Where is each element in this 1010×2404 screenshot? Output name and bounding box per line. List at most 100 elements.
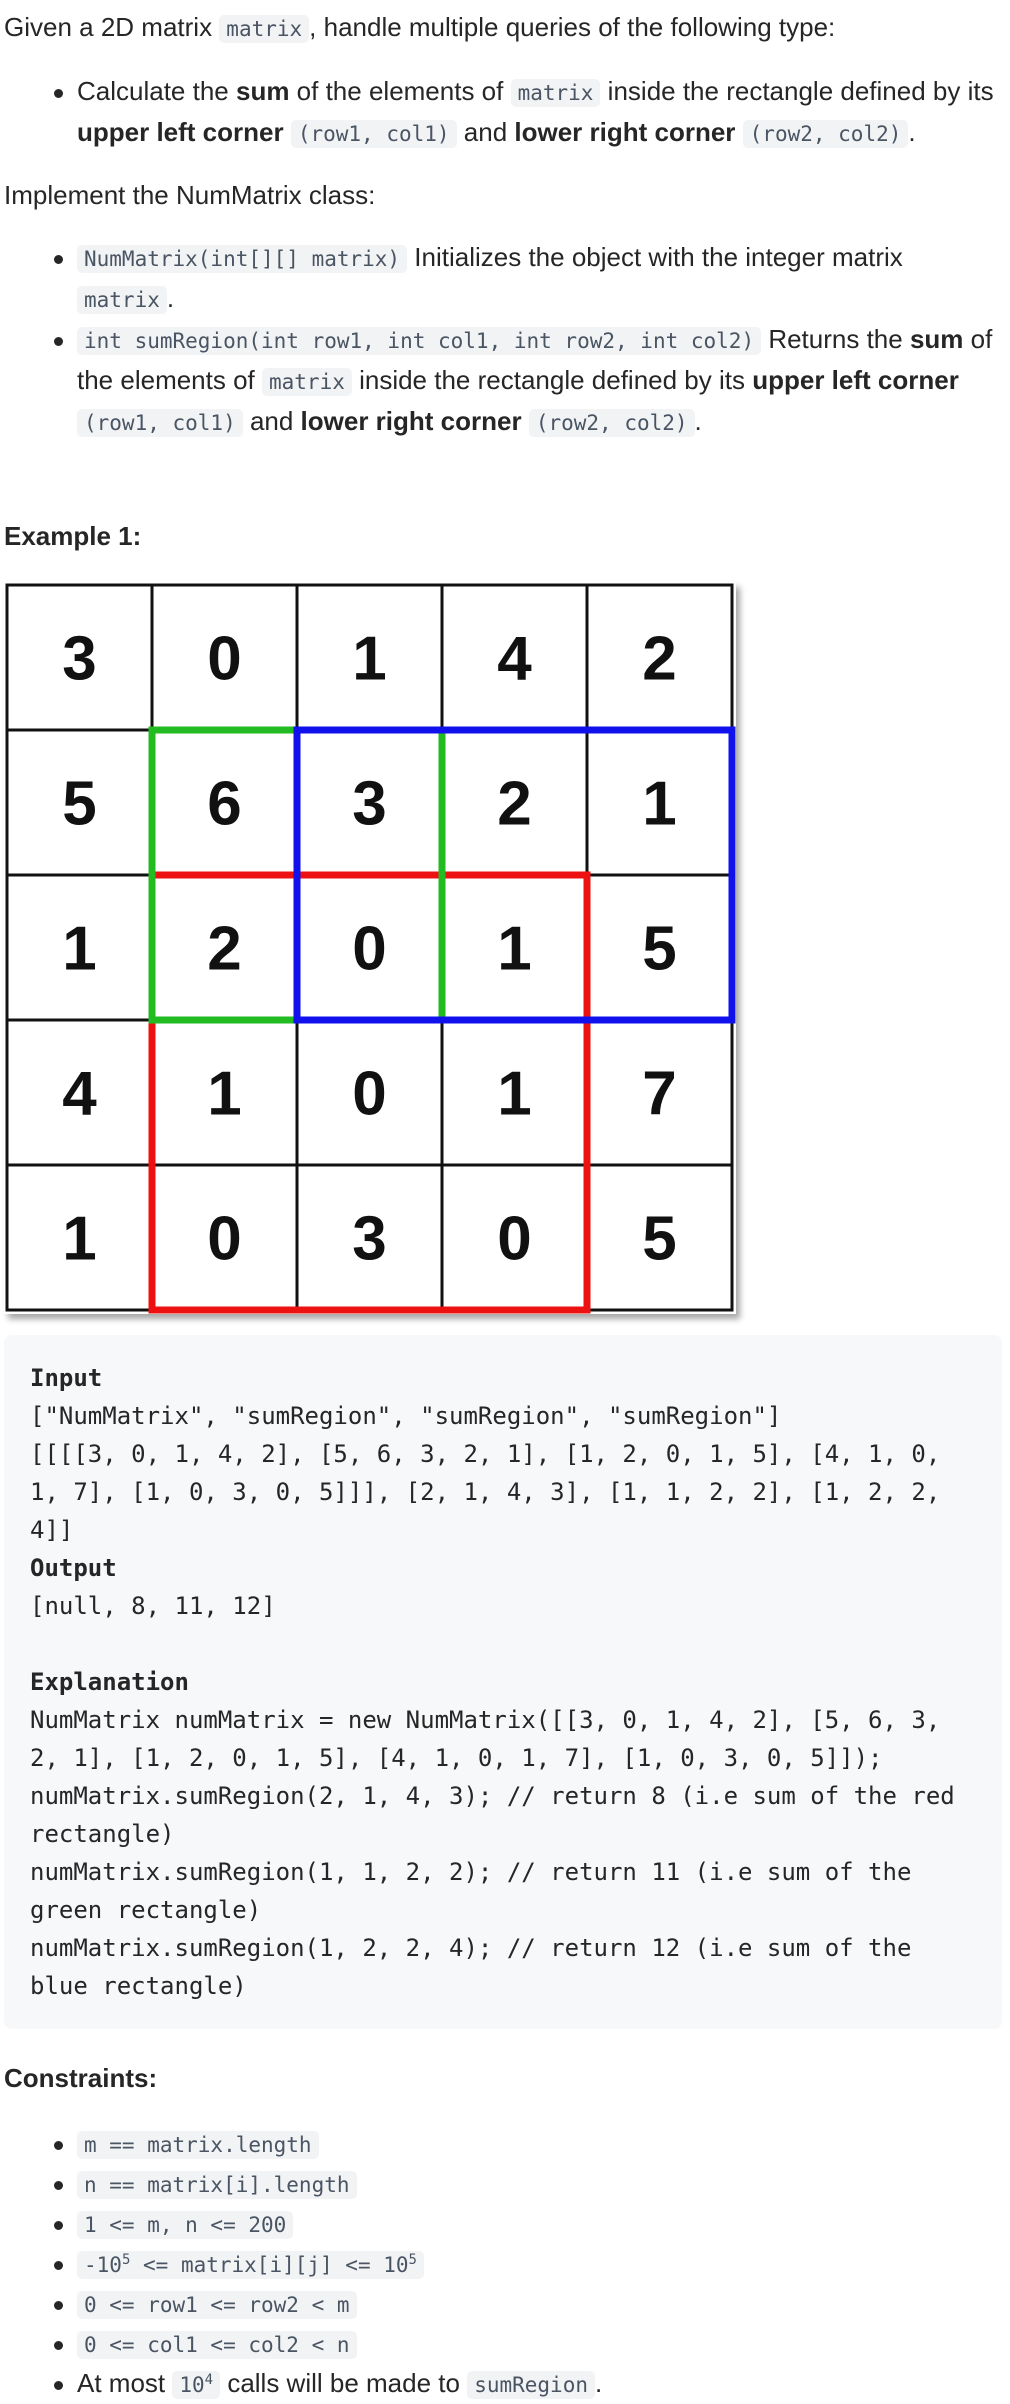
matrix-cell-value: 2 xyxy=(497,770,531,839)
explanation-label: Explanation xyxy=(30,1668,189,1696)
list-item: m == matrix.length xyxy=(4,2124,1004,2164)
matrix-cell-value: 0 xyxy=(352,1060,386,1129)
explanation-line: NumMatrix numMatrix = new NumMatrix([[3,… xyxy=(30,1706,955,1772)
inline-code: (row1, col1) xyxy=(290,120,457,148)
text: inside the rectangle defined by its xyxy=(600,76,994,106)
matrix-cell-value: 1 xyxy=(207,1060,241,1129)
text: of the elements of xyxy=(77,324,993,395)
matrix-cell-value: 7 xyxy=(642,1060,676,1129)
list-item: Calculate the sum of the elements of mat… xyxy=(4,72,1004,154)
matrix-cell-value: 5 xyxy=(642,915,676,984)
input-label: Input xyxy=(30,1364,103,1392)
bold-text: lower right corner xyxy=(514,117,736,147)
inline-code: 0 <= row1 <= row2 < m xyxy=(77,2291,357,2319)
matrix-cell-value: 3 xyxy=(62,625,96,694)
matrix-background xyxy=(4,582,736,1314)
intro-text: , handle multiple queries of the followi… xyxy=(309,12,836,42)
text: . xyxy=(908,117,916,147)
list-item: n == matrix[i].length xyxy=(4,2164,1004,2204)
method-list: NumMatrix(int[][] matrix) Initializes th… xyxy=(4,238,1004,443)
matrix-cell-value: 1 xyxy=(62,1205,96,1274)
list-item: -105 <= matrix[i][j] <= 105 xyxy=(4,2244,1004,2284)
matrix-cell-value: 0 xyxy=(207,625,241,694)
superscript: 4 xyxy=(204,2372,214,2388)
matrix-cell-value: 2 xyxy=(207,915,241,984)
text: Initializes the object with the integer … xyxy=(407,242,903,272)
matrix-cell-value: 1 xyxy=(497,915,531,984)
list-item: 0 <= row1 <= row2 < m xyxy=(4,2284,1004,2324)
inline-code: (row1, col1) xyxy=(77,409,243,437)
matrix-cell-value: 1 xyxy=(497,1060,531,1129)
text: of the elements of xyxy=(289,76,511,106)
matrix-cell-value: 6 xyxy=(207,770,241,839)
blue-rectangle xyxy=(293,726,736,1024)
matrix-cell-value: 0 xyxy=(497,1205,531,1274)
example-title: Example 1: xyxy=(4,521,142,551)
matrix-cell-value: 0 xyxy=(207,1205,241,1274)
inline-code: 0 <= col1 <= col2 < n xyxy=(77,2331,357,2359)
intro-text: Given a 2D matrix xyxy=(4,12,220,42)
code-text: <= matrix[i][j] <= 10 xyxy=(130,2253,409,2277)
matrix-cell-value: 5 xyxy=(642,1205,676,1274)
text: and xyxy=(242,406,301,436)
inline-code: m == matrix.length xyxy=(77,2131,319,2159)
list-item: int sumRegion(int row1, int col1, int ro… xyxy=(4,320,1004,443)
text: Calculate the xyxy=(77,76,236,106)
matrix-cell-value: 3 xyxy=(352,770,386,839)
code-text: 10 xyxy=(179,2373,205,2397)
intro-paragraph: Given a 2D matrix matrix, handle multipl… xyxy=(4,7,1004,49)
bold-text: upper left corner xyxy=(77,117,284,147)
matrix-cell-value: 1 xyxy=(642,770,676,839)
text: . xyxy=(694,406,702,436)
inline-code: sumRegion xyxy=(467,2371,595,2399)
text: calls will be made to xyxy=(220,2368,468,2398)
superscript: 5 xyxy=(408,2252,417,2268)
explanation-line: numMatrix.sumRegion(1, 1, 2, 2); // retu… xyxy=(30,1858,926,1924)
bold-text: upper left corner xyxy=(752,365,959,395)
red-rectangle xyxy=(148,871,591,1314)
inline-code: NumMatrix(int[][] matrix) xyxy=(77,245,408,273)
matrix-cell-value: 4 xyxy=(62,1060,97,1129)
output-label: Output xyxy=(30,1554,117,1582)
text: . xyxy=(595,2368,603,2398)
query-type-list: Calculate the sum of the elements of mat… xyxy=(4,72,1004,154)
input-line: [[[[3, 0, 1, 4, 2], [5, 6, 3, 2, 1], [1,… xyxy=(30,1440,955,1544)
inline-code: -105 <= matrix[i][j] <= 105 xyxy=(77,2251,424,2279)
constraints-title: Constraints: xyxy=(4,2063,158,2093)
text: Returns the xyxy=(761,324,910,354)
list-item: At most 104 calls will be made to sumReg… xyxy=(4,2364,1004,2404)
matrix-cell-value: 1 xyxy=(62,915,96,984)
list-item: 0 <= col1 <= col2 < n xyxy=(4,2324,1004,2364)
matrix-cell-value: 1 xyxy=(352,625,386,694)
matrix-cell-value: 5 xyxy=(62,770,96,839)
matrix-cell-value: 4 xyxy=(497,625,532,694)
example-code-block: Input ["NumMatrix", "sumRegion", "sumReg… xyxy=(4,1335,1002,2029)
list-item: 1 <= m, n <= 200 xyxy=(4,2204,1004,2244)
output-line: [null, 8, 11, 12] xyxy=(30,1592,276,1620)
bold-text: sum xyxy=(909,324,964,354)
explanation-line: numMatrix.sumRegion(1, 2, 2, 4); // retu… xyxy=(30,1934,926,2000)
matrix-cell-value: 2 xyxy=(642,625,676,694)
implement-heading: Implement the NumMatrix class: xyxy=(4,180,376,210)
inline-code: matrix xyxy=(219,15,310,43)
list-item: NumMatrix(int[][] matrix) Initializes th… xyxy=(4,238,1004,320)
constraints-list: m == matrix.length n == matrix[i].length… xyxy=(4,2124,1004,2404)
inline-code: 1 <= m, n <= 200 xyxy=(77,2211,294,2239)
inline-code: int sumRegion(int row1, int col1, int ro… xyxy=(77,327,762,355)
text: . xyxy=(166,283,175,313)
inline-code: matrix xyxy=(510,79,601,107)
input-line: ["NumMatrix", "sumRegion", "sumRegion", … xyxy=(30,1402,782,1430)
inline-code: (row2, col2) xyxy=(742,120,909,148)
text: inside the rectangle defined by its xyxy=(351,365,753,395)
inline-code: (row2, col2) xyxy=(528,409,695,437)
superscript: 5 xyxy=(121,2252,131,2268)
inline-code: n == matrix[i].length xyxy=(77,2171,357,2199)
text: At most xyxy=(77,2368,173,2398)
matrix-cell-value: 0 xyxy=(352,915,386,984)
code-text: -10 xyxy=(84,2253,122,2277)
bold-text: lower right corner xyxy=(300,406,522,436)
inline-code: matrix xyxy=(77,286,167,314)
